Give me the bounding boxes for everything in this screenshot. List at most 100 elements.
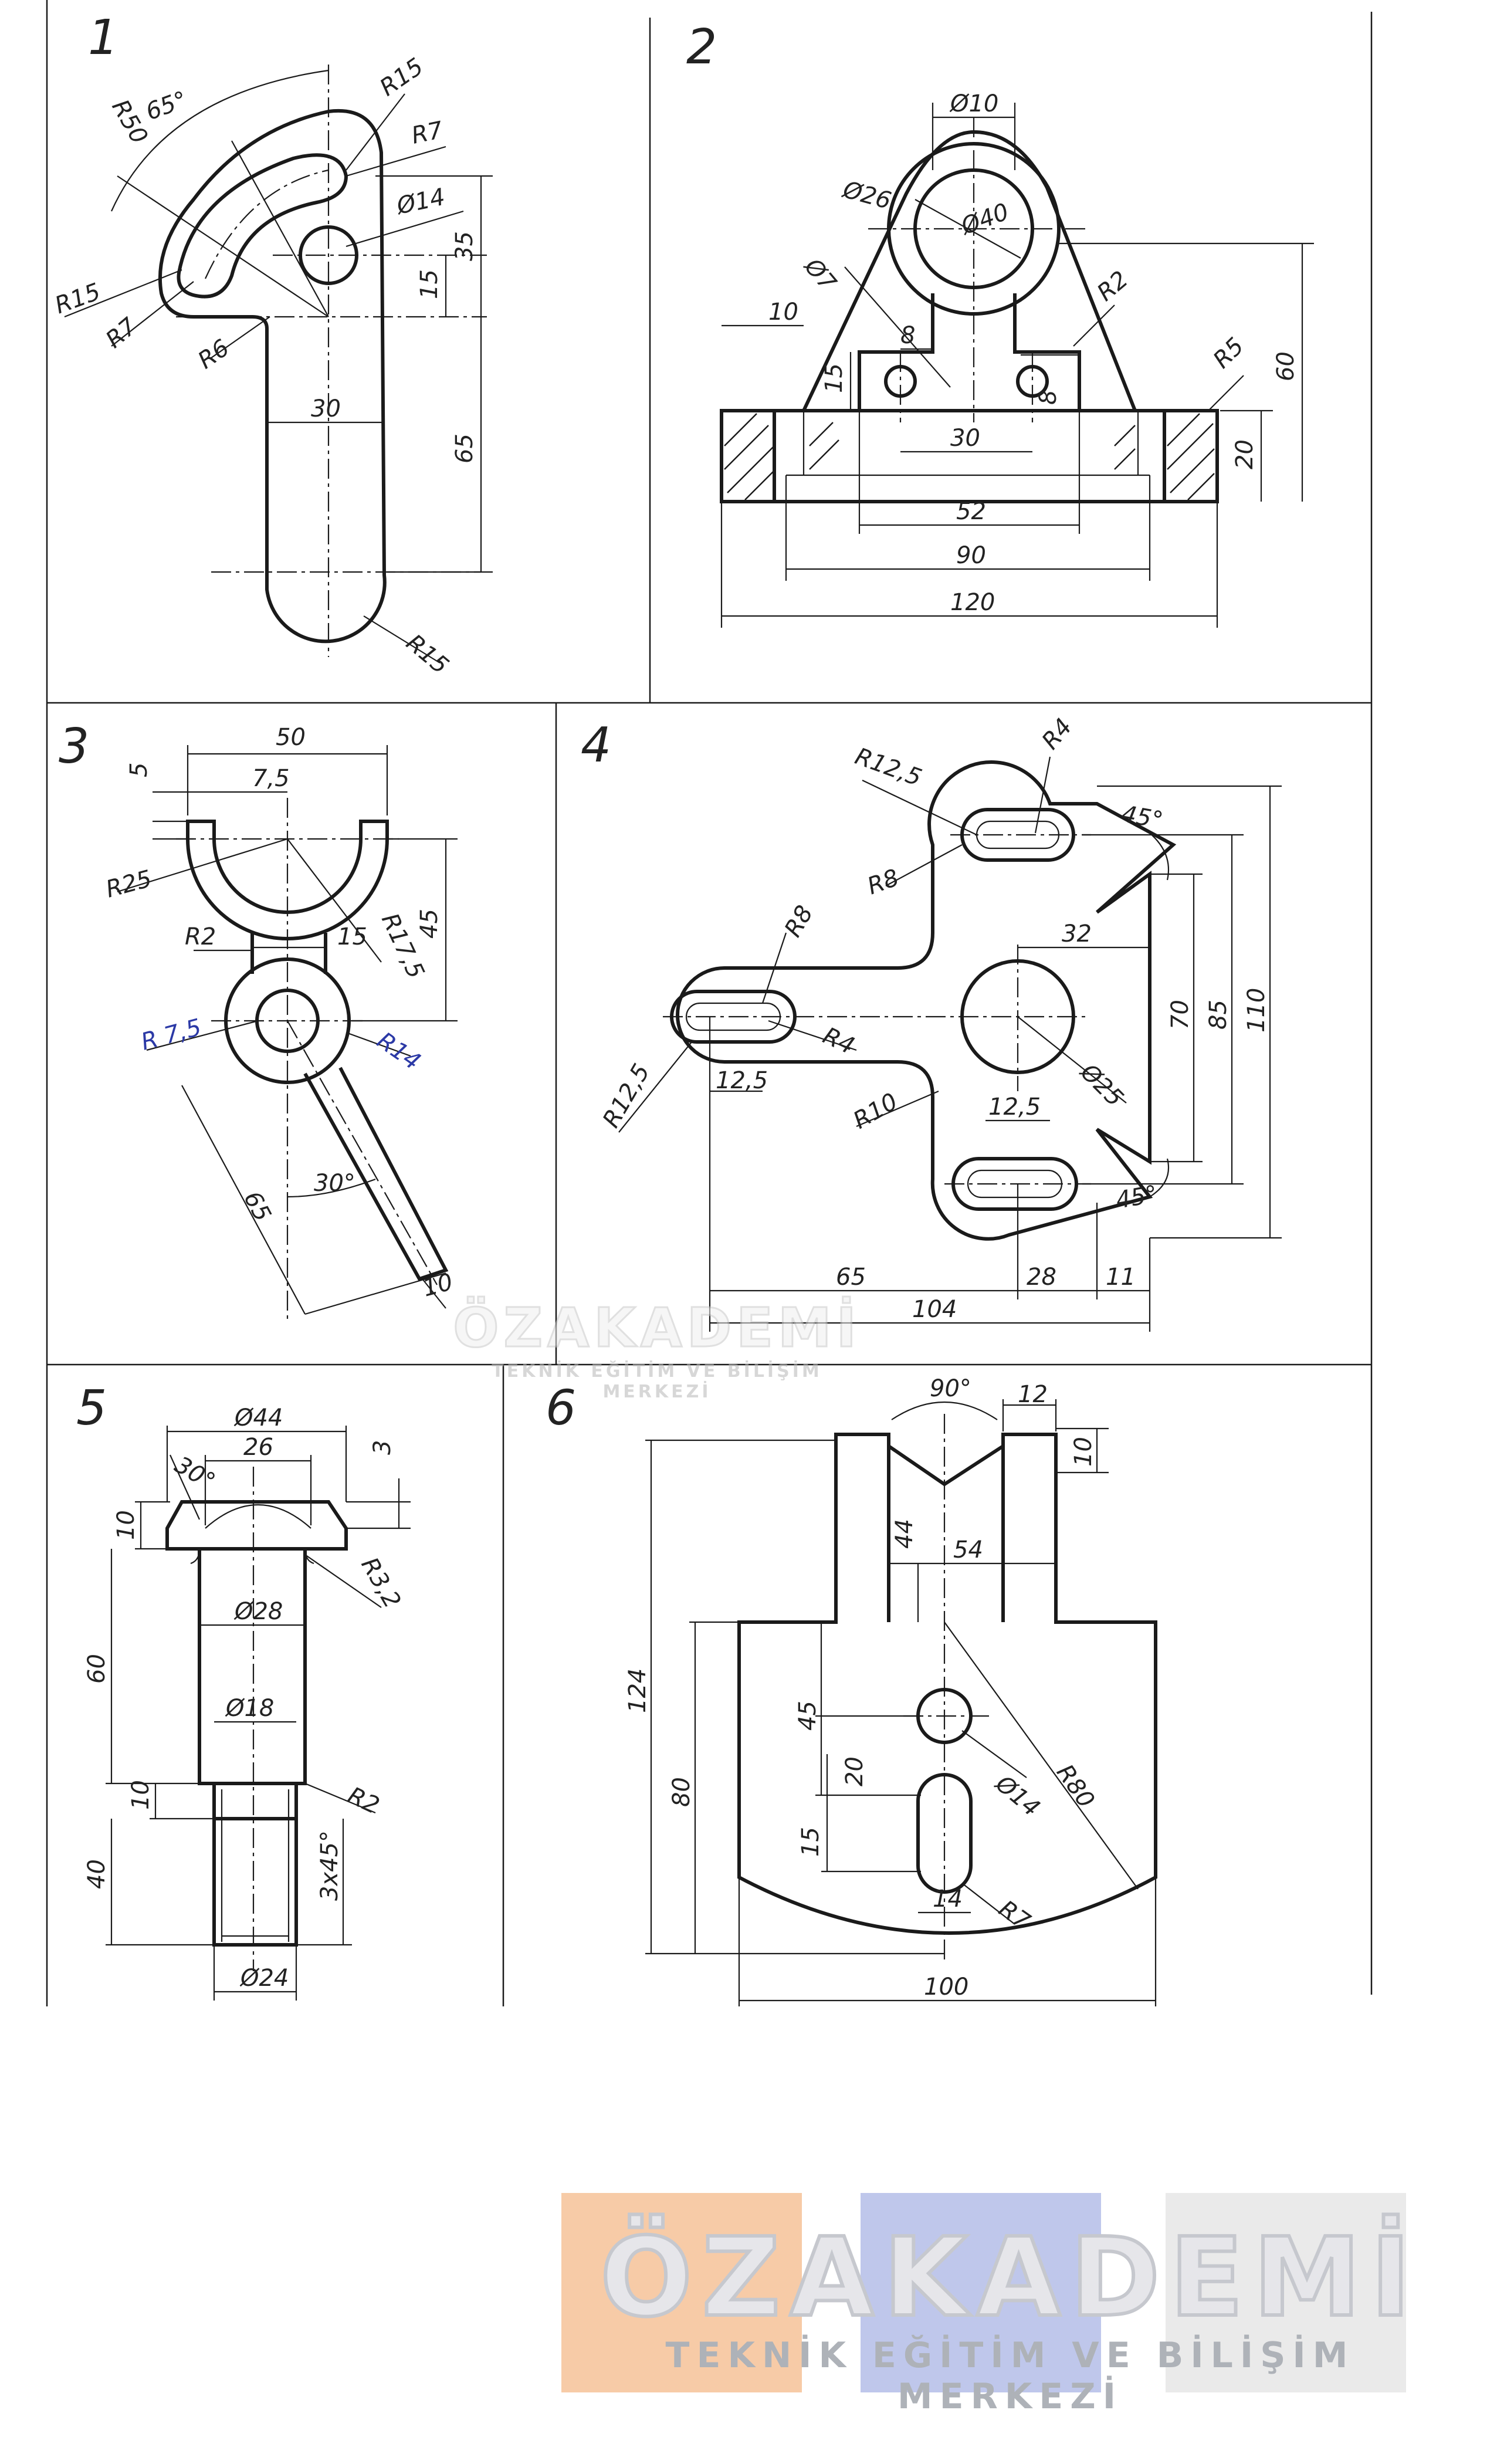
- dim-2-8-side: 8: [1035, 390, 1062, 405]
- dim-1-30: 30: [311, 395, 341, 422]
- dim-5-3: 3: [369, 1440, 396, 1455]
- dim-2-90: 90: [956, 542, 986, 569]
- dim-4-11: 11: [1106, 1264, 1136, 1291]
- logo-subtitle: TEKNİK EĞİTİM VE BİLİŞİM MERKEZİ: [665, 2335, 1355, 2417]
- dim-4-70: 70: [1167, 1000, 1194, 1030]
- dim-4-r4-top: R4: [1037, 713, 1077, 754]
- dim-1-r7-top: R7: [409, 117, 446, 150]
- dim-4-r4-left: R4: [819, 1022, 859, 1060]
- dim-5-r3-2: R3,2: [355, 1553, 406, 1613]
- dim-2-30: 30: [950, 425, 980, 452]
- dim-3-15: 15: [337, 923, 367, 950]
- dim-4-r12-5-top: R12,5: [852, 743, 926, 791]
- dim-6-r80: R80: [1051, 1759, 1100, 1813]
- logo-grey-block: [1166, 2193, 1406, 2392]
- dim-5-60: 60: [83, 1654, 110, 1684]
- dim-3-5: 5: [126, 763, 153, 777]
- dim-3-65: 65: [238, 1187, 276, 1226]
- dim-2-15: 15: [821, 363, 848, 393]
- dim-1-r6: R6: [193, 334, 234, 374]
- dim-6-12: 12: [1018, 1381, 1048, 1408]
- dim-1-65: 65: [451, 434, 478, 463]
- dim-2-8-top: 8: [900, 322, 915, 349]
- dim-3-7-5: 7,5: [252, 765, 290, 792]
- dim-4-d25: Ø25: [1075, 1058, 1129, 1112]
- dim-5-d24: Ø24: [239, 1965, 289, 1992]
- watermark-small-subtitle: TEKNİK EĞİTİM VE BİLİŞİM MERKEZİ: [492, 1361, 822, 1402]
- dim-6-10: 10: [1070, 1437, 1097, 1467]
- dim-4-32: 32: [1062, 920, 1092, 947]
- part-5-drawing: Ø44 26 3 30° 10 R3,2 60 Ø28 Ø18 10 R2 40…: [83, 1404, 411, 2001]
- dim-6-14: 14: [933, 1886, 963, 1913]
- dim-6-90deg: 90°: [930, 1375, 971, 1402]
- dim-1-d14: Ø14: [394, 184, 448, 221]
- dim-6-124: 124: [624, 1668, 651, 1713]
- dim-1-r15-left: R15: [52, 278, 104, 319]
- panel-1-number: 1: [88, 10, 118, 66]
- dim-4-12-5-bottom: 12,5: [988, 1094, 1041, 1121]
- dim-4-45deg-bottom: 45°: [1114, 1180, 1160, 1214]
- dim-6-44: 44: [891, 1519, 918, 1549]
- dim-3-50: 50: [276, 724, 306, 751]
- dim-6-d14: Ø14: [990, 1769, 1045, 1822]
- dim-4-28: 28: [1027, 1264, 1056, 1291]
- dim-5-3x45deg: 3x45°: [316, 1830, 343, 1901]
- panel-6-number: 6: [546, 1380, 576, 1436]
- dim-4-110: 110: [1243, 988, 1270, 1033]
- dim-6-15: 15: [797, 1827, 824, 1857]
- panel-frame: [46, 0, 1373, 2006]
- dim-4-r10: R10: [849, 1088, 902, 1134]
- dim-5-10-neck: 10: [127, 1780, 154, 1810]
- panel-2-number: 2: [686, 19, 717, 75]
- dim-3-30deg: 30°: [314, 1170, 355, 1197]
- dim-3-r14-handwritten: R14: [372, 1027, 425, 1076]
- dim-4-65: 65: [836, 1264, 866, 1291]
- dim-4-45deg-top: 45°: [1119, 801, 1165, 835]
- part-2-hatching: [724, 413, 1215, 500]
- dim-5-d28: Ø28: [233, 1598, 283, 1625]
- dim-6-80: 80: [668, 1777, 695, 1807]
- dim-1-r15-bottom: R15: [401, 629, 454, 679]
- dim-4-85: 85: [1205, 1000, 1232, 1030]
- dim-3-r25: R25: [103, 865, 155, 903]
- part-1-drawing: R15 R50 65° R7 Ø14 35 15 R15 R7 R6 30 65…: [52, 53, 493, 679]
- dim-2-d40: Ø40: [957, 198, 1012, 241]
- part-2-drawing: Ø10 Ø26 Ø40 Ø7 10 8 15 8 R2 R5 60 30 20 …: [720, 90, 1314, 628]
- dim-2-d10: Ø10: [949, 90, 998, 117]
- dim-4-12-5-left: 12,5: [716, 1067, 768, 1094]
- dim-2-10: 10: [768, 299, 798, 326]
- dim-4-104: 104: [912, 1296, 957, 1323]
- dim-5-10-head: 10: [113, 1510, 140, 1540]
- panel-4-number: 4: [581, 717, 611, 773]
- dim-6-20: 20: [841, 1756, 868, 1786]
- panel-5-number: 5: [76, 1380, 107, 1436]
- dim-2-r5: R5: [1208, 333, 1249, 374]
- dim-1-r7-left: R7: [101, 313, 143, 354]
- watermark-small: ÖZAKADEMİ TEKNİK EĞİTİM VE BİLİŞİM MERKE…: [446, 1291, 868, 1403]
- dim-2-120: 120: [950, 589, 995, 616]
- panel-3-number: 3: [59, 719, 89, 774]
- dim-1-r15-top: R15: [375, 53, 428, 101]
- dim-6-54: 54: [953, 1536, 983, 1563]
- dim-5-r2: R2: [344, 1782, 384, 1819]
- dim-2-52: 52: [956, 498, 986, 525]
- dim-2-r2: R2: [1092, 266, 1133, 306]
- logo-title: ÖZAKADEMİ: [598, 2212, 1420, 2343]
- dim-1-15: 15: [416, 269, 443, 299]
- dim-4-r12-5-left: R12,5: [598, 1060, 655, 1132]
- dim-6-100: 100: [924, 1974, 968, 2001]
- logo-blue-block: [861, 2193, 1101, 2392]
- dim-2-d7: Ø7: [798, 252, 841, 296]
- logo-orange-block: [561, 2193, 802, 2392]
- panel-numbers: 1 2 3 4 5 6: [59, 10, 717, 1436]
- dim-6-45: 45: [794, 1701, 821, 1731]
- part-4-drawing: R12,5 R4 45° R8 R8 32 70 85 110 R12,5 R4…: [598, 713, 1282, 1332]
- dim-5-d44: Ø44: [233, 1404, 283, 1431]
- dim-5-d18: Ø18: [225, 1695, 274, 1722]
- dim-5-40: 40: [83, 1859, 110, 1889]
- ozakademi-logo: ÖZAKADEMİ TEKNİK EĞİTİM VE BİLİŞİM MERKE…: [561, 2193, 1459, 2417]
- dim-2-20: 20: [1231, 439, 1258, 469]
- dim-1-65deg: 65°: [143, 86, 191, 126]
- part-6-drawing: 90° 12 10 44 54 124 45 80 20 Ø14 R80 15 …: [624, 1375, 1157, 2006]
